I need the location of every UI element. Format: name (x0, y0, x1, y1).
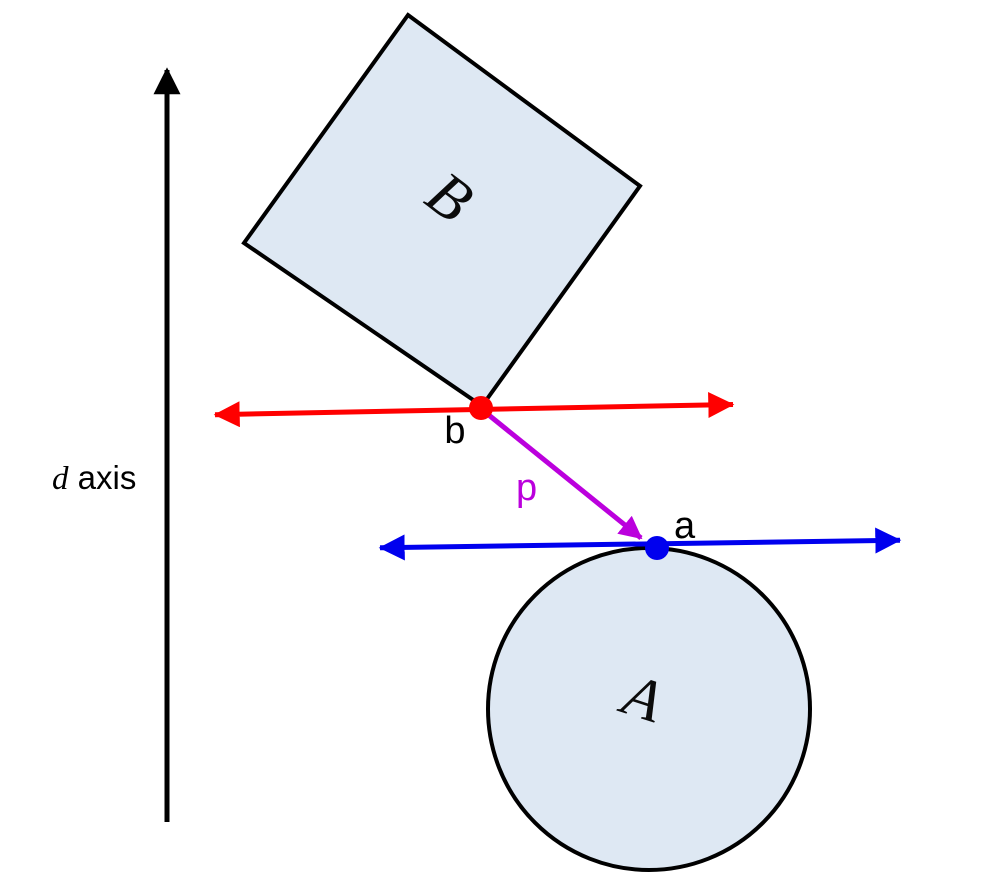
point-b-marker (469, 396, 493, 420)
d-axis-label-italic: d (52, 461, 69, 497)
blue-support-line (378, 527, 902, 561)
vector-p-label: p (516, 467, 537, 509)
point-a-label: a (674, 505, 696, 547)
d-axis-label: d axis (52, 459, 136, 497)
point-a-marker (645, 536, 669, 560)
point-b-label: b (444, 410, 465, 452)
d-axis-label-rest: axis (69, 459, 137, 496)
vector-p-arrow (483, 410, 643, 540)
